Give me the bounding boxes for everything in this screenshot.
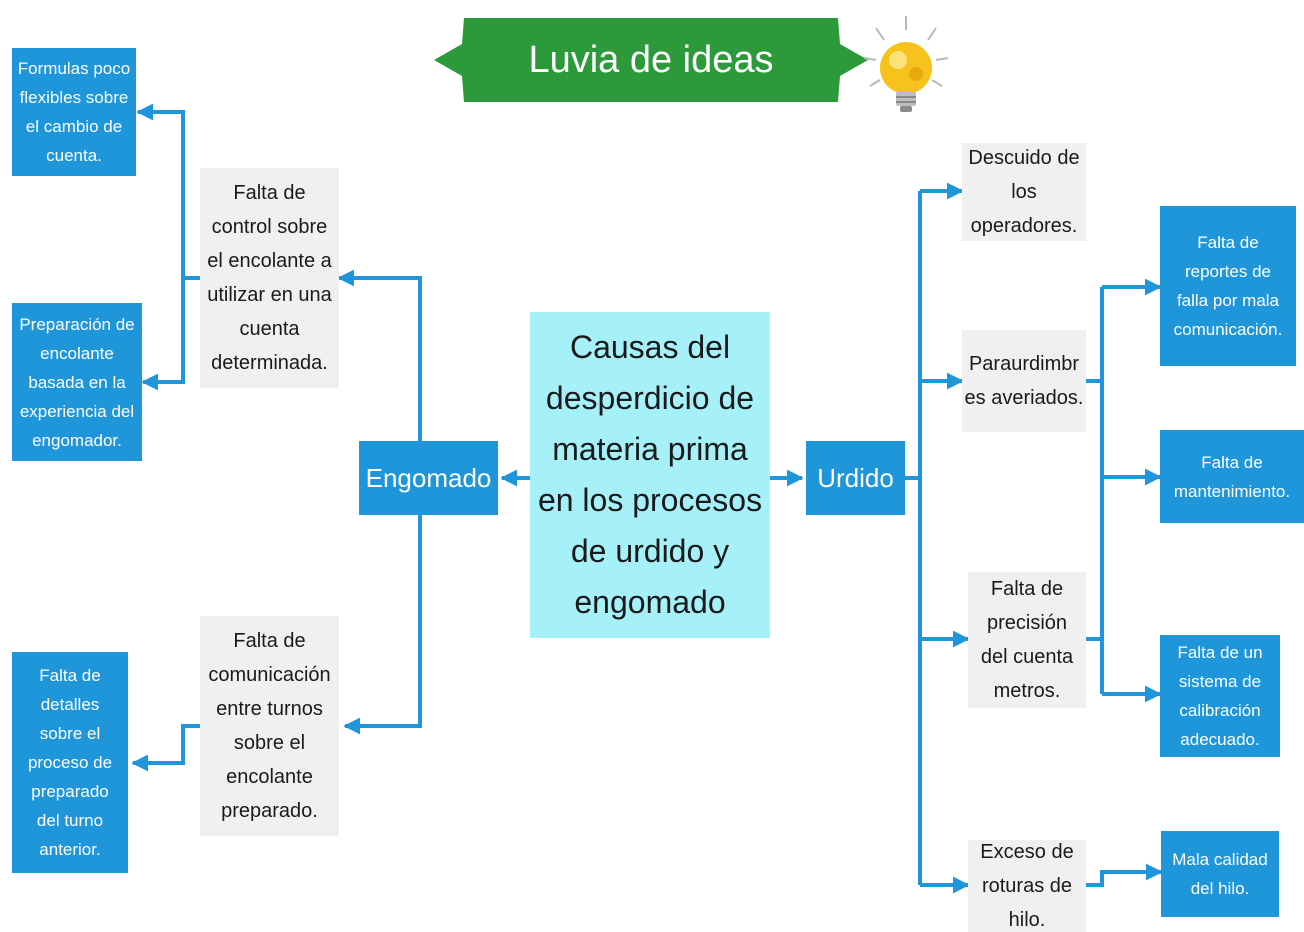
line-control-to-preparacion [141,278,185,391]
line-engomado-vertical [337,269,422,442]
banner-title: Luvia de ideas [528,38,774,81]
line-comunicacion-to-detalles [131,724,200,772]
lightbulb-icon [863,16,949,112]
sub-preparacion-encolante: Preparación de encolante basada en la ex… [12,303,142,461]
line-engomado-down [343,514,422,735]
arrow-to-calidad [1086,863,1163,887]
hub-urdido: Urdido [806,441,905,515]
sub-falta-reportes: Falta de reportes de falla por mala comu… [1160,206,1296,366]
sub-falta-mantenimiento: Falta de mantenimiento. [1160,430,1304,523]
cause-falta-precision: Falta de precisión del cuenta metros. [968,572,1086,708]
title-banner [434,18,868,102]
sub-mala-calidad-hilo: Mala calidad del hilo. [1161,831,1279,917]
hub-engomado: Engomado [359,441,498,515]
cause-exceso-roturas: Exceso de roturas de hilo. [968,840,1086,932]
cause-paraurdimbres: Paraurdimbr es averiados. [962,330,1086,432]
cause-falta-control: Falta de control sobre el encolante a ut… [200,168,339,388]
sub-falta-detalles: Falta de detalles sobre el proceso de pr… [12,652,128,873]
sub-falta-sistema-calibracion: Falta de un sistema de calibración adecu… [1160,635,1280,757]
cause-falta-comunicacion: Falta de comunicación entre turnos sobre… [200,616,339,836]
line-control-to-subs [136,103,200,280]
center-topic: Causas del desperdicio de materia prima … [530,312,770,638]
cause-descuido-operadores: Descuido de los operadores. [962,143,1086,241]
sub-formulas-poco-flexibles: Formulas poco flexibles sobre el cambio … [12,48,136,176]
